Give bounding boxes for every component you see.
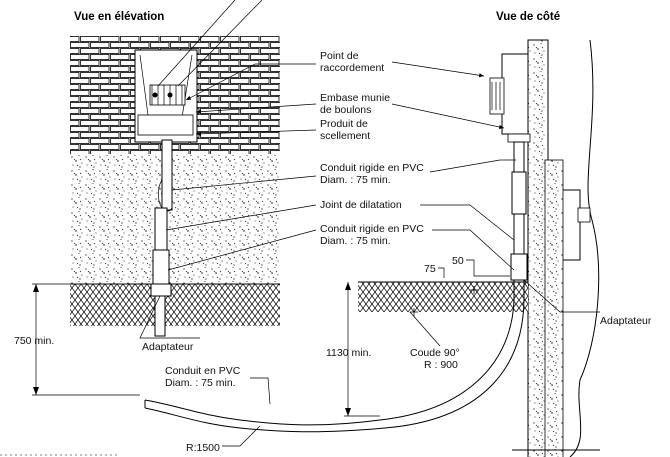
label-base-1: Embase munie	[320, 92, 390, 104]
label-adapter-right: Adaptateur	[600, 315, 652, 327]
label-conduit3-2: Diam. : 75 min.	[165, 377, 236, 389]
structure-outline	[569, 39, 600, 457]
label-adapter-left: Adaptateur	[142, 341, 194, 353]
label-conduit3-1: Conduit en PVC	[165, 365, 241, 377]
label-radius: R:1500	[186, 442, 220, 454]
label-base-2: de boulons	[320, 104, 371, 116]
soil-zone-right	[358, 282, 528, 312]
label-sealant-1: Produit de	[320, 118, 368, 130]
title-side: Vue de côté	[496, 11, 560, 23]
label-elbow-line2: R : 900	[424, 359, 458, 371]
dimension-50: 50	[452, 255, 464, 267]
label-connection-2: raccordement	[320, 62, 384, 74]
rigid-pvc-conduit	[161, 139, 173, 211]
rigid-pvc-conduit-lower	[152, 249, 170, 286]
bolt-icon	[167, 92, 173, 98]
callouts: Point de raccordement Embase munie de bo…	[165, 50, 516, 454]
cabinet-side	[501, 53, 529, 135]
label-elbow-line1: Coude 90°	[410, 347, 460, 359]
soil-zone	[70, 284, 280, 326]
label-joint: Joint de dilatation	[320, 199, 402, 211]
dimension-75: 75	[424, 263, 436, 275]
pvc-elbow	[144, 280, 515, 426]
label-conduit1-2: Diam. : 75 min.	[320, 174, 391, 186]
side-view: 1130 min. 75 50 Adaptateur Coude 90° R :…	[144, 39, 652, 457]
adapter	[150, 283, 172, 297]
label-conduit2-2: Diam. : 75 min.	[320, 235, 391, 247]
label-sealant-2: scellement	[320, 130, 370, 142]
elevation-view: 750 min. Adaptateur	[14, 0, 280, 396]
dimension-750: 750 min.	[14, 335, 54, 347]
dimension-1130: 1130 min.	[326, 347, 371, 359]
label-connection-1: Point de	[320, 50, 359, 62]
concrete-block	[70, 154, 280, 284]
label-conduit2-1: Conduit rigide en PVC	[320, 223, 424, 235]
expansion-joint	[154, 207, 168, 251]
label-conduit1-1: Conduit rigide en PVC	[320, 162, 424, 174]
title-elevation: Vue en élévation	[74, 11, 164, 23]
bolt-icon	[152, 92, 158, 98]
